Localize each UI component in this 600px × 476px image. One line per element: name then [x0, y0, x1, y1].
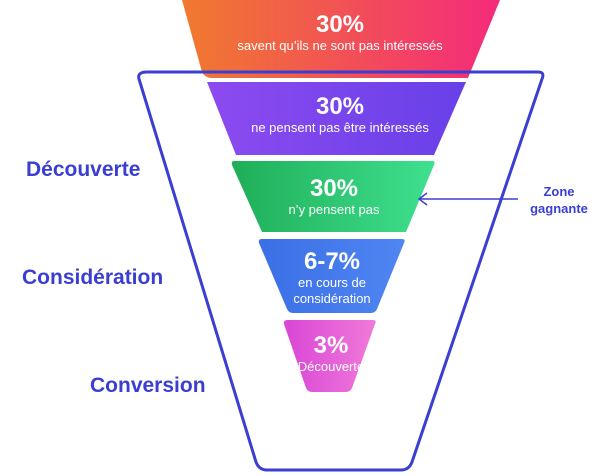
zone-label-line2: gagnante: [530, 201, 588, 216]
stage-4-percent: 6-7%: [303, 248, 361, 275]
label-conversion: Conversion: [90, 374, 206, 397]
stage-1-percent: 30%: [315, 11, 365, 38]
stage-4-description-line1: en cours de: [298, 275, 366, 290]
stage-3-text: 30% n’y pensent pas: [234, 176, 434, 218]
stage-5-text: 3% Découverte: [286, 333, 376, 375]
stage-2-text: 30% ne pensent pas être intéressés: [210, 94, 470, 136]
funnel-stage-3: [231, 161, 435, 232]
funnel-stage-4: [258, 239, 405, 313]
zone-gagnante-label: Zone gagnante: [520, 183, 598, 217]
label-discovery: Découverte: [26, 158, 141, 181]
stage-1-description: savent qu’ils ne sont pas intéressés: [237, 38, 443, 53]
stage-3-percent: 30%: [309, 175, 359, 202]
stage-2-description: ne pensent pas être intéressés: [251, 120, 429, 135]
stage-1-text: 30% savent qu’ils ne sont pas intéressés: [200, 12, 480, 54]
stage-3-description: n’y pensent pas: [288, 202, 380, 217]
stage-5-description: Découverte: [297, 359, 365, 374]
funnel-outline: [137, 70, 545, 472]
funnel-stage-5: [283, 320, 376, 392]
funnel-stage-1: [182, 0, 500, 78]
zone-arrow-head: [417, 192, 428, 206]
zone-label-line1: Zone: [543, 184, 575, 199]
stage-2-percent: 30%: [315, 93, 365, 120]
stage-4-text: 6-7% en cours de considération: [262, 249, 402, 307]
stage-4-description-line2: considération: [293, 291, 371, 306]
funnel-stage-2: [207, 82, 466, 155]
stage-5-percent: 3%: [313, 332, 349, 359]
label-consideration: Considération: [22, 266, 164, 289]
